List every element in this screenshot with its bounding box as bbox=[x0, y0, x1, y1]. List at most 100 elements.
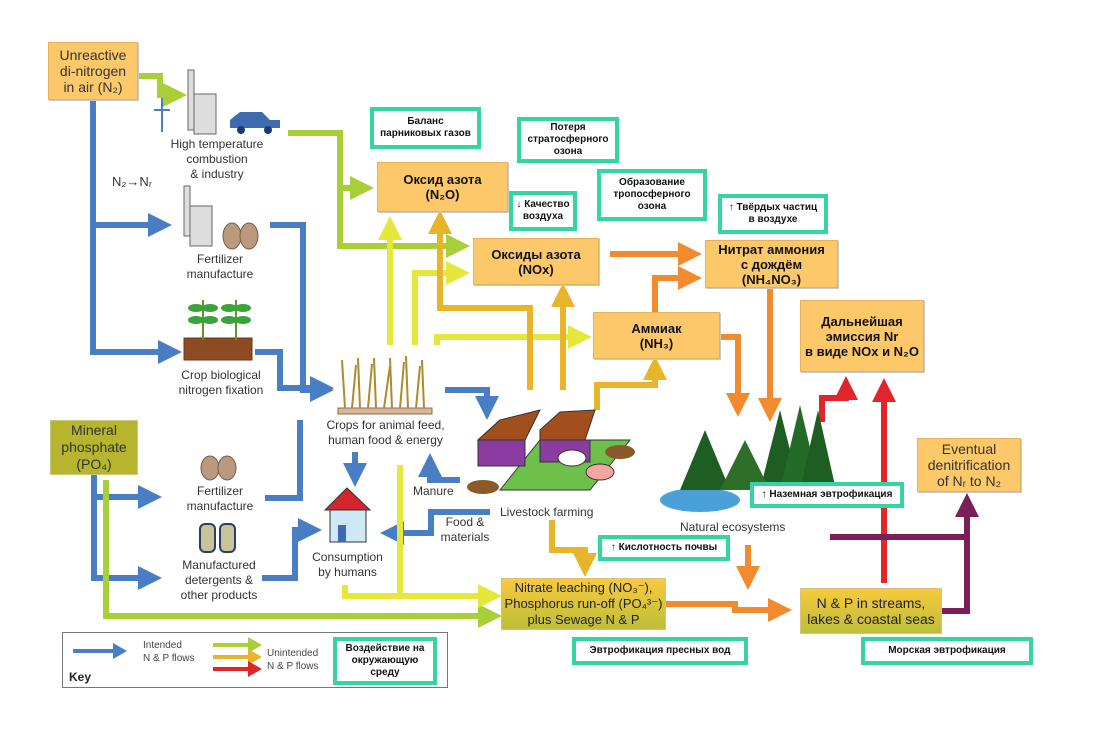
leaching-line-2: Phosphorus run-off (PO₄³⁻) bbox=[504, 596, 663, 611]
flow-phosphate-to-detergents bbox=[91, 495, 162, 590]
flow-n2-trunk bbox=[90, 100, 182, 364]
legend: Intended N & P flows Unintended N & P fl… bbox=[62, 632, 448, 688]
flow-livestock-to-consumption bbox=[380, 509, 490, 545]
flow-nh3-to-nh4no3 bbox=[652, 266, 702, 312]
dinitrogen-line-1: Unreactive bbox=[59, 47, 127, 63]
livestock-farm-icon bbox=[467, 409, 635, 494]
flow-crops-to-nh3 bbox=[434, 325, 592, 349]
nh4no3-line-1: Нитрат аммония bbox=[718, 241, 825, 257]
flow-nh3-to-natural bbox=[720, 334, 750, 417]
phosphate-line-3: (PO₄) bbox=[76, 456, 112, 472]
dinitrogen-box: Unreactive di-nitrogen in air (N₂) bbox=[48, 42, 138, 100]
food-materials-label: Food & materials bbox=[435, 515, 495, 545]
impact-ozone-loss-line-2: стратосферного bbox=[527, 134, 609, 145]
crops-line-1: Crops for animal feed, bbox=[326, 418, 445, 432]
impact-tropospheric-ozone: Образование тропосферного озона bbox=[597, 169, 707, 221]
impact-trop-ozone-line-3: озона bbox=[637, 201, 667, 212]
impact-greenhouse-balance: Баланс парниковых газов bbox=[370, 107, 481, 149]
further-emission-box: Дальнейшая эмиссия Nr в виде NOx и N₂O bbox=[800, 300, 924, 372]
plants-icon bbox=[183, 300, 253, 361]
bnf-label: Crop biological nitrogen fixation bbox=[166, 368, 276, 398]
consumption-line-1: Consumption bbox=[312, 550, 383, 564]
combustion-line-2: combustion bbox=[186, 152, 248, 166]
impact-air-quality: ↓ Качество воздуха bbox=[509, 191, 577, 231]
nh4no3-line-2: с дождём bbox=[740, 256, 803, 272]
impact-soil-acidity: ↑ Кислотность почвы bbox=[598, 535, 730, 561]
impact-freshwater-eutrophication: Эвтрофикация пресных вод bbox=[572, 637, 748, 665]
fertilizer-sacks-icon bbox=[222, 222, 259, 250]
impact-trop-ozone-line-1: Образование bbox=[619, 177, 685, 188]
legend-green-arrow bbox=[213, 637, 262, 653]
legend-impact-line-2: окружающую bbox=[351, 655, 419, 666]
n2o-line-1: Оксид азота bbox=[403, 172, 482, 187]
nh4no3-box: Нитрат аммония с дождём (NH₄NO₃) bbox=[705, 240, 838, 288]
nh4no3-line-3: (NH₄NO₃) bbox=[741, 271, 802, 287]
impact-trop-ozone-line-2: тропосферного bbox=[613, 189, 691, 200]
n2o-line-2: (N₂O) bbox=[425, 187, 460, 202]
flow-bnf-to-crops bbox=[255, 349, 334, 400]
detergents-line-3: other products bbox=[180, 588, 258, 602]
legend-impact-line-3: среду bbox=[370, 667, 400, 678]
nh3-line-1: Аммиак bbox=[631, 320, 682, 336]
legend-amber-arrow bbox=[213, 649, 262, 665]
nox-box: Оксиды азота (NOx) bbox=[473, 238, 599, 285]
detergents-line-1: Manufactured bbox=[182, 558, 256, 572]
legend-intended-line-1: Intended bbox=[143, 640, 182, 651]
flow-streams-to-denitrification bbox=[942, 493, 979, 614]
flow-pfert-to-crops bbox=[265, 420, 303, 501]
consumption-label: Consumption by humans bbox=[305, 550, 390, 580]
legend-intended-line-2: N & P flows bbox=[143, 653, 195, 664]
leaching-box: Nitrate leaching (NO₃⁻), Phosphorus run-… bbox=[501, 578, 666, 630]
mineral-phosphate-box: Mineral phosphate (PO₄) bbox=[50, 420, 138, 475]
forest-icon bbox=[660, 405, 836, 512]
legend-intended-arrow bbox=[73, 643, 127, 659]
flow-consumption-to-leaching bbox=[342, 585, 400, 599]
fertilizer-n-line-2: manufacture bbox=[186, 267, 254, 281]
impact-terrestrial-eutrophication: ↑ Наземная эвтрофикация bbox=[750, 482, 904, 508]
denitrification-line-3: of Nᵣ to N₂ bbox=[936, 473, 1002, 489]
flow-n2-to-combustion bbox=[135, 73, 187, 107]
combustion-line-3: & industry bbox=[190, 167, 244, 181]
flow-phosphate-to-leaching bbox=[103, 480, 502, 628]
flow-leaching-to-streams bbox=[665, 598, 792, 622]
flow-combustion-to-nox bbox=[337, 185, 470, 258]
impact-ghg-line-1: Баланс bbox=[407, 116, 444, 127]
crops-label: Crops for animal feed, human food & ener… bbox=[318, 418, 453, 448]
food-materials-line-2: materials bbox=[440, 530, 490, 544]
fertilizer-p-label: Fertilizer manufacture bbox=[170, 484, 270, 514]
streams-line-2: lakes & coastal seas bbox=[807, 611, 935, 627]
impact-particulates-line-1: ↑ Твёрдых частиц bbox=[728, 202, 818, 213]
impact-ghg-line-2: парниковых газов bbox=[380, 128, 471, 139]
fertilizer-n-line-1: Fertilizer bbox=[196, 252, 243, 266]
fertilizer-n-label: Fertilizer manufacture bbox=[170, 252, 270, 282]
denitrification-line-2: denitrification bbox=[927, 457, 1011, 473]
dinitrogen-line-2: di-nitrogen bbox=[59, 63, 127, 79]
phosphate-sacks-icon bbox=[200, 455, 237, 481]
denitrification-box: Eventual denitrification of Nᵣ to N₂ bbox=[917, 438, 1021, 492]
natural-ecosystems-label: Natural ecosystems bbox=[680, 520, 786, 534]
crops-line-2: human food & energy bbox=[328, 433, 443, 447]
impact-particulates: ↑ Твёрдых частиц в воздухе bbox=[718, 194, 828, 234]
fertilizer-p-line-2: manufacture bbox=[186, 499, 254, 513]
nox-line-2: (NOx) bbox=[518, 261, 554, 277]
streams-box: N & P in streams, lakes & coastal seas bbox=[800, 588, 942, 634]
legend-unintended-line-2: N & P flows bbox=[267, 661, 319, 672]
manure-label: Manure bbox=[413, 484, 454, 498]
nox-line-1: Оксиды азота bbox=[491, 246, 581, 262]
nh3-line-2: (NH₃) bbox=[639, 335, 674, 351]
legend-unintended-line-1: Unintended bbox=[267, 648, 319, 659]
flow-livestock-to-n2o bbox=[428, 210, 533, 390]
impact-particulates-line-2: в воздухе bbox=[748, 214, 798, 225]
unintended-green-flows bbox=[103, 73, 502, 628]
unintended-amber-flows bbox=[428, 210, 667, 577]
intended-flows bbox=[90, 100, 499, 590]
house-icon bbox=[323, 487, 372, 543]
car-icon bbox=[230, 112, 280, 134]
unintended-orange-flows bbox=[610, 242, 792, 622]
combustion-line-1: High temperature bbox=[170, 137, 264, 151]
flow-manure-to-crops bbox=[418, 453, 460, 483]
impact-marine-eutrophication: Морская эвтрофикация bbox=[861, 637, 1033, 665]
flow-livestock-to-nh3 bbox=[594, 356, 667, 410]
streams-line-1: N & P in streams, bbox=[816, 595, 926, 611]
